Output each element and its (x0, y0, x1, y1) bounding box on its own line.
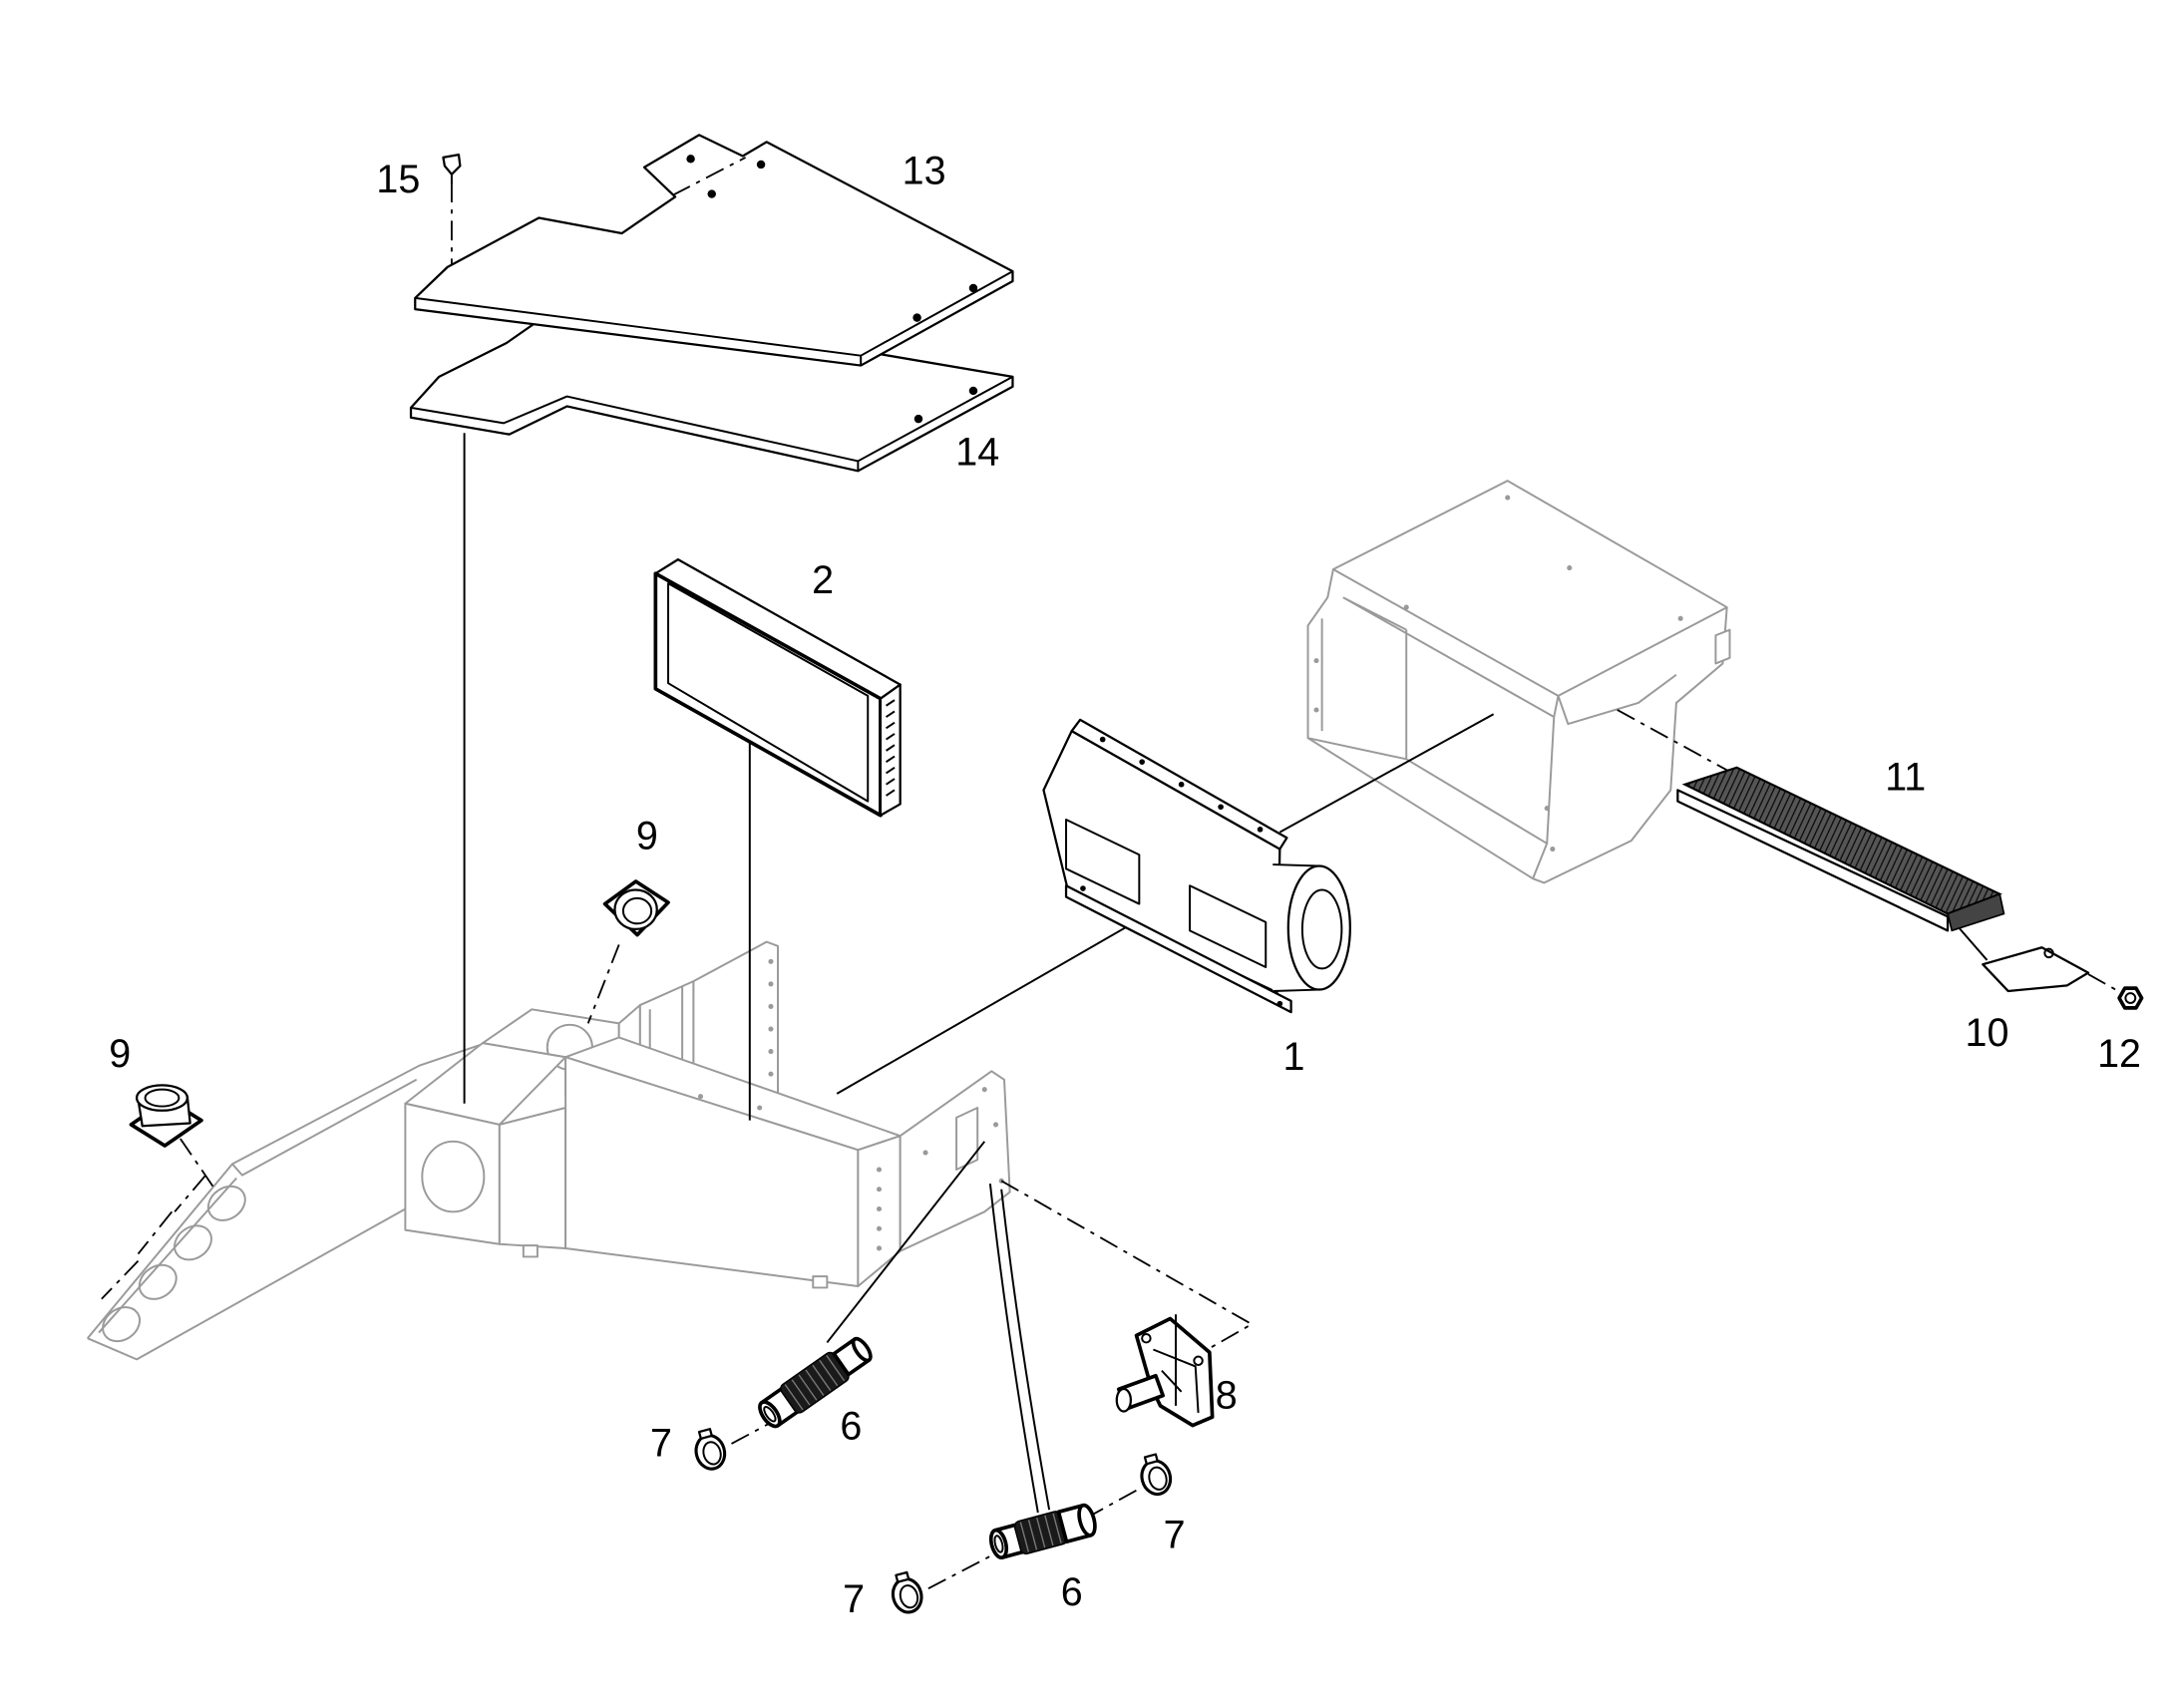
leader-cover-to-nut (2087, 973, 2121, 994)
clamp-right-ring (1140, 1459, 1173, 1497)
part-8-valve (1115, 1314, 1215, 1428)
leader-clamp-right (1085, 1486, 1143, 1520)
filter-11-front-frame (1676, 789, 1950, 932)
callout-15: 15 (376, 158, 420, 201)
housing-feet (522, 1244, 829, 1289)
blower-window-left (1065, 818, 1141, 905)
housing-box-a-side (498, 1106, 567, 1249)
callout-7-upper: 7 (650, 1422, 672, 1466)
part-11-filter (1676, 766, 2005, 961)
valve-hole-1 (1141, 1332, 1152, 1344)
filter-pleats (886, 699, 896, 797)
duct-port-1 (102, 1306, 142, 1343)
air-intake-housing (1306, 480, 1731, 884)
callout-12: 12 (2097, 1032, 2141, 1076)
plate-13-outline (414, 134, 1014, 367)
callout-11: 11 (1885, 755, 1926, 799)
plate-13-fold-line (671, 157, 747, 196)
leader-housing-to-hose-lower (988, 1184, 1051, 1514)
part-14-plate (409, 299, 1014, 473)
plate-14-edge (410, 375, 1013, 472)
housing-left-duct (86, 1042, 487, 1361)
callout-7-lower: 7 (843, 1577, 865, 1621)
intake-housing-rivets (1313, 495, 1683, 853)
filter-end-face (879, 683, 902, 817)
callout-8: 8 (1216, 1374, 1238, 1418)
part-6-hose-upper (758, 1336, 873, 1429)
duct-port-3 (174, 1224, 212, 1261)
part-1-blower (1042, 718, 1351, 1014)
intake-housing-opening (1307, 596, 1677, 879)
leader-lines (101, 182, 2121, 1589)
leader-housing-to-hose-upper (826, 1141, 986, 1344)
callout-14: 14 (955, 431, 999, 475)
box-b-rivets (697, 1094, 883, 1251)
valve-hole-2 (1193, 1355, 1204, 1366)
flange-top-bore (621, 896, 653, 925)
part-13-plate (414, 134, 1014, 367)
box-a-port (421, 1140, 486, 1213)
part-7-clamp-lower (891, 1570, 923, 1614)
callout-6-upper: 6 (840, 1405, 862, 1449)
leader-intake-to-filter (1617, 709, 1733, 775)
intake-housing-outline (1306, 568, 1728, 884)
blower-window-right (1189, 884, 1268, 968)
callout-labels: 15 13 14 2 9 9 11 1 10 12 8 7 6 7 6 7 (109, 150, 2141, 1621)
valve-body-lines (1153, 1348, 1200, 1413)
nut-hex (2117, 986, 2144, 1010)
callout-1: 1 (1282, 1035, 1304, 1079)
duct-port-4 (206, 1185, 246, 1221)
intake-housing-top (1331, 480, 1728, 697)
callout-2: 2 (812, 558, 834, 602)
cover-plate (1982, 946, 2090, 993)
blower-inlet (1300, 888, 1343, 970)
leader-clamp-lower (927, 1552, 996, 1589)
leader-blower-to-intake (1278, 713, 1495, 834)
cover-hole (2043, 947, 2054, 959)
callout-6-lower: 6 (1061, 1570, 1083, 1614)
blower-flange-rivets (1080, 736, 1283, 1007)
leader-clamp-upper (731, 1421, 772, 1445)
part-10-cover (1982, 946, 2090, 993)
plate-14-outline (409, 299, 1014, 473)
clamp-lower-ring (891, 1576, 923, 1614)
nut-bore (2124, 992, 2137, 1004)
intake-housing-nub (1714, 628, 1731, 665)
filter-11-end (1947, 892, 2005, 932)
housing-side-bracket (899, 1070, 1011, 1252)
screw-head (442, 153, 462, 175)
callout-9-top: 9 (636, 815, 658, 858)
flange-left-bore (144, 1088, 181, 1108)
blower-bottom-flange (1064, 884, 1292, 1014)
filter-11-media (1681, 766, 2002, 915)
plate-13-edge (415, 270, 1013, 366)
leader-housing-to-blower (836, 905, 1163, 1095)
duct-port-2 (138, 1263, 178, 1300)
callout-9-left: 9 (109, 1032, 131, 1076)
part-7-clamp-right (1140, 1453, 1173, 1497)
part-6-hose-lower (988, 1503, 1097, 1560)
heater-housing (86, 940, 1011, 1361)
part-2-filter (653, 558, 902, 818)
clamp-upper-ring (694, 1434, 727, 1471)
blower-scroll-body (1272, 863, 1319, 992)
callout-10: 10 (1966, 1011, 2009, 1055)
leader-flange-left (101, 1138, 218, 1300)
housing-box-a-front (404, 1102, 501, 1245)
leader-flange-top (586, 944, 620, 1024)
part-7-clamp-upper (694, 1428, 727, 1471)
bracket-slot (955, 1106, 979, 1172)
part-9-flange-top (602, 879, 670, 937)
panel-rivets (768, 958, 774, 1077)
filter-inner-frame (667, 582, 870, 803)
filter-11-link (1958, 926, 1989, 961)
part-9-flange-left (129, 1084, 203, 1148)
leader-housing-to-valve (1000, 1180, 1254, 1354)
callout-13: 13 (903, 150, 946, 193)
part-15-screw (442, 153, 462, 184)
callout-7-right: 7 (1164, 1513, 1186, 1556)
part-12-nut (2117, 986, 2144, 1010)
valve-pipe-end (1115, 1387, 1133, 1413)
